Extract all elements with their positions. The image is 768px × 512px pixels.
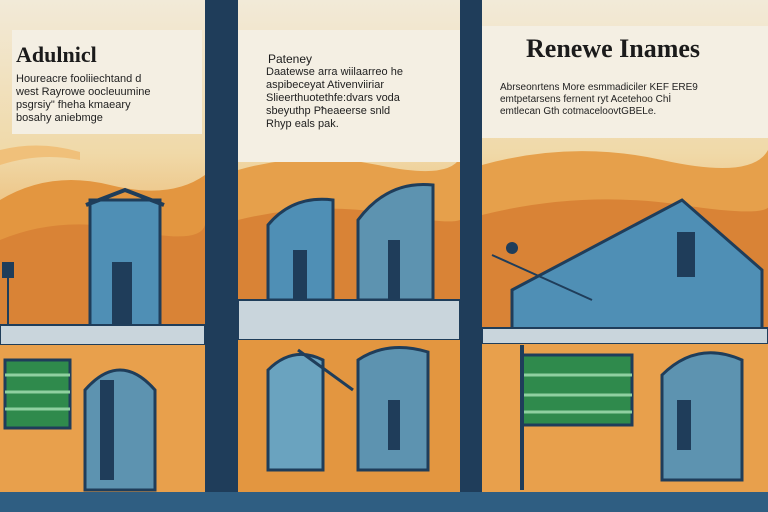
panel-middle-line-1: Daatewse arra wiilaarreo he (266, 66, 403, 78)
panel-middle-line-3: Slieerthuotethfe:dvars voda (266, 92, 400, 104)
panel-right-illustration (482, 150, 768, 512)
panel-left-line-2: west Rayrowe oocleuumine (16, 86, 151, 98)
panel-middle-heading: Pateney (268, 52, 313, 66)
panel-middle: Pateney Daatewse arra wiilaarreo he aspi… (238, 0, 460, 512)
panel-right-line-3: emtlecan Gth cotmaceloovtGBELe. (500, 106, 657, 117)
panel-left-illustration (0, 145, 205, 512)
panel-left-caption (12, 30, 202, 134)
panel-right-line-1: Abrseonrtens More esmmadiciler KEF ERE9 (500, 82, 698, 93)
panel-left: Adulnicl Houreacre fooliiechtand d west … (0, 0, 205, 512)
panel-right: Renewe Inames Abrseonrtens More esmmadic… (482, 0, 768, 512)
panel-right-line-2: emtpetarsens fernent ryt Acetehoo Chİ (500, 94, 672, 105)
panel-left-line-4: bosahy aniebmge (16, 112, 103, 124)
divider-right (460, 0, 482, 512)
panel-right-heading: Renewe Inames (526, 34, 701, 63)
panel-left-heading: Adulnicl (16, 42, 97, 67)
panel-middle-caption (238, 30, 460, 162)
panel-middle-illustration (238, 158, 460, 512)
divider-left (205, 0, 238, 512)
panel-middle-body: Daatewse arra wiilaarreo he aspibeceyat … (266, 66, 456, 131)
panel-middle-line-4: sbeyuthp Pħeaeerse snld (266, 105, 391, 117)
panel-left-line-1: Houreacre fooliiechtand d (16, 73, 142, 85)
panel-middle-line-2: aspibeceyat Ativenviiriar (266, 79, 385, 91)
panel-middle-line-5: Rhyp eals pak. (266, 118, 339, 130)
panel-right-caption (482, 26, 768, 138)
bottom-frame-band (0, 492, 768, 512)
panel-left-line-3: psgrsiy" fheha kmaeary (16, 99, 131, 111)
panel-right-body: Abrseonrtens More esmmadiciler KEF ERE9 … (500, 82, 762, 118)
panel-left-body: Houreacre fooliiechtand d west Rayrowe o… (16, 73, 201, 125)
